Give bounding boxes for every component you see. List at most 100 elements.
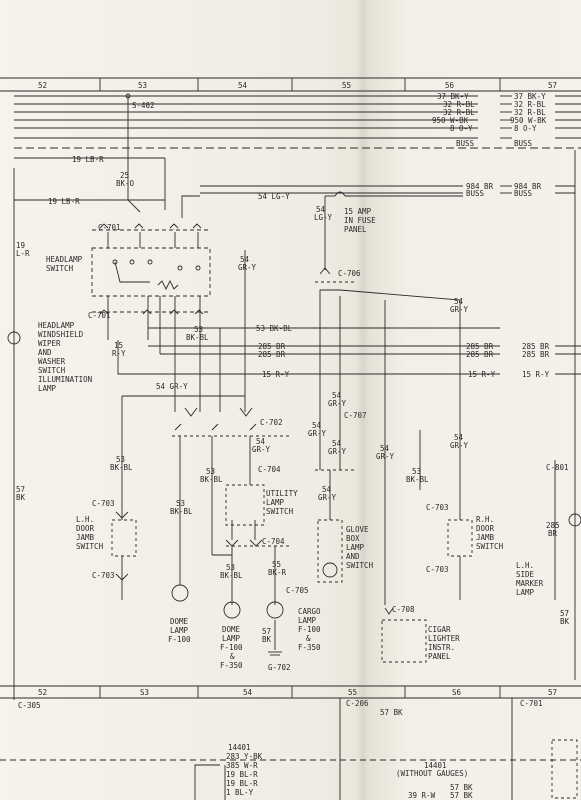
wire-label: 54 <box>332 391 342 400</box>
component-label: JAMB <box>476 533 495 542</box>
component-label: WINDSHIELD <box>38 330 84 339</box>
grid-col-bottom: 55 <box>348 688 357 697</box>
wire-label: BK-BL <box>220 571 243 580</box>
component-label: HEADLAMP <box>38 321 75 330</box>
component-label: BOX <box>346 534 360 543</box>
wire-label: 285 <box>546 521 560 530</box>
wire-label: GR-Y <box>308 429 327 438</box>
connector-label: C-706 <box>338 269 361 278</box>
component-label: LAMP <box>38 384 57 393</box>
wire-label: 285 BR <box>466 342 494 351</box>
component-label: F-350 <box>220 661 243 670</box>
splice-label: S-402 <box>132 101 155 110</box>
component-label: ILLUMINATION <box>38 375 92 384</box>
component-label: LAMP <box>170 626 189 635</box>
ground-label: G-702 <box>268 663 291 672</box>
bus-label: 37 BK-Y <box>437 92 469 101</box>
grid-col-bottom: 54 <box>243 688 253 697</box>
wire-label: BUSS <box>466 189 485 198</box>
wire-label: 55 <box>272 560 281 569</box>
component-label: LAMP <box>346 543 365 552</box>
connector-label: C-704 <box>258 465 281 474</box>
wire-label: 54 <box>454 297 464 306</box>
component-label: SWITCH <box>38 366 66 375</box>
wire-label: 15 R-Y <box>522 370 550 379</box>
wire-label: 57 <box>262 627 271 636</box>
wire-label: BR <box>548 529 558 538</box>
component-label: HEADLAMP <box>46 255 83 264</box>
component-label: LAMP <box>298 616 317 625</box>
bus-label-right: 32 R-BL <box>514 108 546 117</box>
wire-label: BK-BL <box>200 475 223 484</box>
component-label: SWITCH <box>266 507 294 516</box>
connector-label: C-703 <box>92 499 115 508</box>
grid-col-55: 55 <box>342 81 351 90</box>
connector-label: C-206 <box>346 699 369 708</box>
component-label: CARGO <box>298 607 321 616</box>
wire-label: R-Y <box>112 349 126 358</box>
component-label: DOOR <box>476 524 495 533</box>
component-label: UTILITY <box>266 489 298 498</box>
component-label: L.H. <box>76 515 94 524</box>
component-label: PANEL <box>428 652 451 661</box>
fuse-label: 15 AMP <box>344 207 372 216</box>
wire-label: 53 <box>176 499 185 508</box>
grid-col-bottom: 57 <box>548 688 557 697</box>
wire-label: BK-O <box>116 179 135 188</box>
connector-label: C-801 <box>546 463 569 472</box>
wire-label: BK-BL <box>170 507 193 516</box>
wire-label: 283 Y-BK <box>226 752 263 761</box>
wire-label: 57 <box>16 485 25 494</box>
wire-label: BK <box>560 617 570 626</box>
wire-label: 53 <box>226 563 235 572</box>
bus-label-right: 32 R-BL <box>514 100 546 109</box>
component-label: AND <box>346 552 360 561</box>
component-label: F-100 <box>298 625 321 634</box>
wire-label: 25 <box>120 171 129 180</box>
wire-label: 54 GR-Y <box>156 382 188 391</box>
connector-label: C-703 <box>92 571 115 580</box>
connector-label: C-707 <box>344 411 367 420</box>
component-label: & <box>306 634 311 643</box>
wire-label: 285 BR <box>522 342 550 351</box>
grid-col-54: 54 <box>238 81 248 90</box>
component-label: LAMP <box>266 498 285 507</box>
wire-label: 39 R-W <box>408 791 436 800</box>
wire-label: GR-Y <box>252 445 271 454</box>
connector-label: C-703 <box>426 565 449 574</box>
wire-label: 54 <box>240 255 250 264</box>
connector-label: 14401 <box>424 761 447 770</box>
connector-label: C-701 <box>520 699 543 708</box>
wire-label: L-R <box>16 249 30 258</box>
wire-label: BK <box>16 493 26 502</box>
connector-label: C-708 <box>392 605 415 614</box>
component-label: MARKER <box>516 579 544 588</box>
wire-label: 57 BK <box>380 708 403 717</box>
component-label: DOOR <box>76 524 95 533</box>
component-label: SWITCH <box>46 264 74 273</box>
wire-label: 285 BR <box>258 350 286 359</box>
wire-label: 54 <box>256 437 266 446</box>
component-label: AND <box>38 348 52 357</box>
bus-label: 950 W-BK <box>432 116 469 125</box>
wire-label: GR-Y <box>318 493 337 502</box>
connector-label: C-305 <box>18 701 41 710</box>
component-label: R.H. <box>476 515 494 524</box>
grid-col-53: 53 <box>138 81 147 90</box>
wire-label: 57 <box>560 609 569 618</box>
fuse-label: IN FUSE <box>344 216 376 225</box>
wire-label: 53 BK-BL <box>256 324 293 333</box>
fuse-label: PANEL <box>344 225 367 234</box>
component-label: LAMP <box>516 588 535 597</box>
component-label: WASHER <box>38 357 66 366</box>
wire-label: 53 <box>116 455 125 464</box>
connector-label: 14401 <box>228 743 251 752</box>
wire-label: 984 BR <box>466 182 494 191</box>
component-label: & <box>230 652 235 661</box>
wire-label: LG-Y <box>314 213 333 222</box>
component-label: SIDE <box>516 570 535 579</box>
connector-label: C-702 <box>260 418 283 427</box>
wire-label: 285 BR <box>466 350 494 359</box>
wire-label: BK-BL <box>406 475 429 484</box>
